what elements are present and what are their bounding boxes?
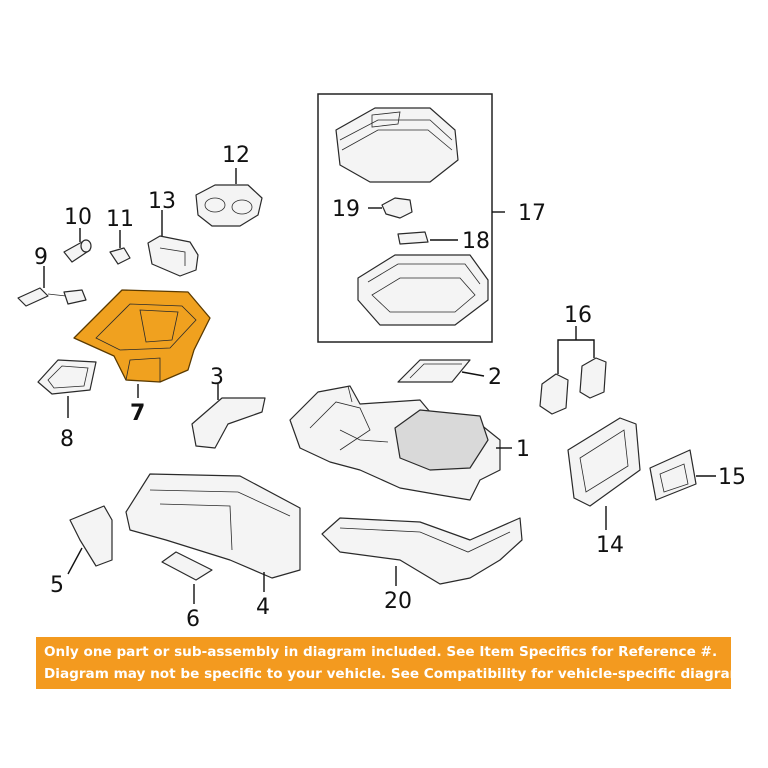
part-7-body [73, 289, 211, 383]
part-18-pin[interactable] [397, 231, 429, 245]
part-11-plug[interactable] [109, 247, 131, 265]
callout-5: 5 [50, 573, 64, 598]
disclaimer-line-1: Only one part or sub-assembly in diagram… [44, 644, 718, 660]
callout-12: 12 [222, 143, 250, 168]
callout-10: 10 [64, 205, 92, 230]
part-17-armrest-lid[interactable] [335, 107, 459, 183]
subassembly-17-frame [317, 93, 493, 343]
callout-20: 20 [384, 589, 412, 614]
part-5-side-trim[interactable] [69, 505, 113, 567]
part-13-bracket[interactable] [147, 235, 199, 277]
callout-14: 14 [596, 533, 624, 558]
callout-6: 6 [186, 607, 200, 632]
callout-17: 17 [518, 201, 546, 226]
callout-11: 11 [106, 207, 134, 232]
callout-2: 2 [488, 365, 502, 390]
callout-4: 4 [256, 595, 270, 620]
disclaimer-banner: Only one part or sub-assembly in diagram… [36, 637, 731, 689]
part-20-rail[interactable] [321, 517, 523, 585]
callout-15: 15 [718, 465, 746, 490]
callout-18: 18 [462, 229, 490, 254]
part-3-bracket[interactable] [191, 397, 266, 449]
part-19-latch[interactable] [381, 197, 413, 219]
callout-labels: 1 2 3 4 5 6 7 8 9 10 11 12 13 14 15 16 1… [34, 143, 746, 632]
part-8-bin[interactable] [37, 359, 97, 395]
part-6-pad[interactable] [161, 551, 213, 581]
callout-7: 7 [130, 401, 145, 426]
part-1-console-housing[interactable] [289, 385, 501, 501]
callout-1: 1 [516, 437, 530, 462]
callout-13: 13 [148, 189, 176, 214]
disclaimer-line-2: Diagram may not be specific to your vehi… [44, 666, 731, 682]
part-7-console-tray[interactable] [73, 289, 211, 383]
callout-8: 8 [60, 427, 74, 452]
part-10-cylinder[interactable] [63, 239, 92, 263]
callout-9: 9 [34, 245, 48, 270]
part-2-pad[interactable] [397, 359, 471, 383]
part-12-cup-holder[interactable] [195, 184, 263, 227]
part-9-connector[interactable] [17, 287, 87, 307]
leader-lines [43, 168, 716, 604]
part-16-clips[interactable] [539, 357, 607, 415]
part-15-bracket[interactable] [649, 449, 697, 501]
callout-16: 16 [564, 303, 592, 328]
callout-3: 3 [210, 365, 224, 390]
part-4-lower-panel[interactable] [125, 473, 301, 579]
callout-19: 19 [332, 197, 360, 222]
part-17-armrest-base[interactable] [357, 254, 489, 326]
part-14-panel[interactable] [567, 417, 641, 507]
